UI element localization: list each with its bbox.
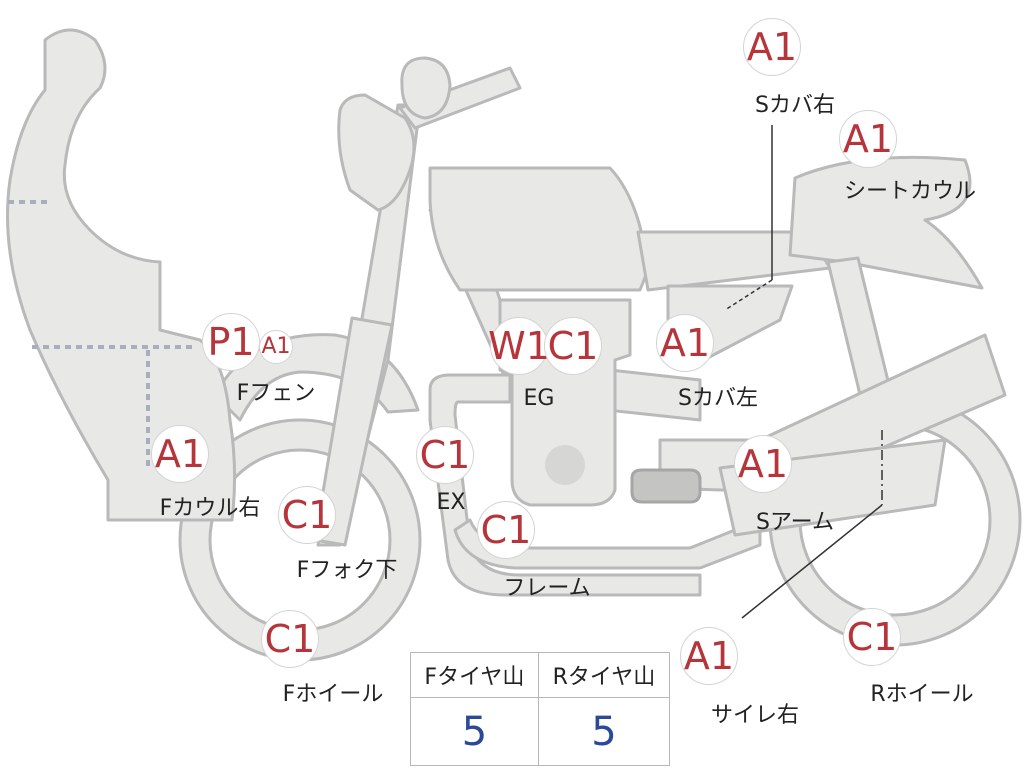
front-fender-badge: A1 xyxy=(259,330,293,364)
engine-c-badge: C1 xyxy=(544,317,602,375)
exhaust-badge: C1 xyxy=(416,426,474,484)
seat-cowl-label: シートカウル xyxy=(843,179,977,204)
frame-label: フレーム xyxy=(503,576,591,601)
frame-badge: C1 xyxy=(477,501,535,559)
side-cover-right-label: Sカバ右 xyxy=(755,93,835,118)
front-wheel-label: Fホイール xyxy=(282,682,384,707)
front-fork-label: Fフォク下 xyxy=(296,558,398,583)
engine-label: EG xyxy=(523,386,555,411)
cowl-right-badge: A1 xyxy=(151,425,209,483)
cowl-right-paint-badge: P1 xyxy=(202,313,260,371)
brake-disc-shape xyxy=(545,445,585,485)
swing-arm-label: Sアーム xyxy=(756,510,834,535)
front-wheel-shape xyxy=(178,418,422,662)
tire-tread-table: Fタイヤ山 Rタイヤ山 5 5 xyxy=(410,652,671,766)
silencer-right-leader xyxy=(741,504,883,619)
rear-tread-header: Rタイヤ山 xyxy=(537,652,671,698)
front-fork-badge: C1 xyxy=(278,486,336,544)
headlight-shape xyxy=(337,93,416,212)
front-tread-header: Fタイヤ山 xyxy=(410,652,539,698)
cowl-right-label: Fカウル右 xyxy=(159,496,261,521)
silencer-right-label: サイレ右 xyxy=(710,703,800,728)
side-cover-left-badge: A1 xyxy=(656,314,714,372)
exhaust-label: EX xyxy=(436,490,466,515)
rear-wheel-label: Rホイール xyxy=(870,682,974,707)
front-fork-lower-shape xyxy=(313,316,394,547)
front-wheel-badge: C1 xyxy=(261,610,319,668)
swing-arm-badge: A1 xyxy=(734,435,792,493)
fuel-tank-shape xyxy=(428,166,650,292)
silencer-right-badge: A1 xyxy=(680,627,738,685)
mirror-shape xyxy=(400,56,452,120)
front-tread-value: 5 xyxy=(410,697,539,766)
rear-tread-value: 5 xyxy=(537,697,671,766)
seat-cowl-badge: A1 xyxy=(839,110,897,168)
side-cover-left-label: Sカバ左 xyxy=(678,386,758,411)
front-fender-label: Fフェン xyxy=(236,381,316,406)
rear-wheel-badge: C1 xyxy=(843,608,901,666)
engine-w-badge: W1 xyxy=(488,317,550,375)
side-cover-right-leader-dash xyxy=(724,279,773,311)
side-cover-right-badge: A1 xyxy=(743,18,801,76)
front-cowl-shape xyxy=(6,28,237,522)
footpeg-shape xyxy=(630,468,702,504)
